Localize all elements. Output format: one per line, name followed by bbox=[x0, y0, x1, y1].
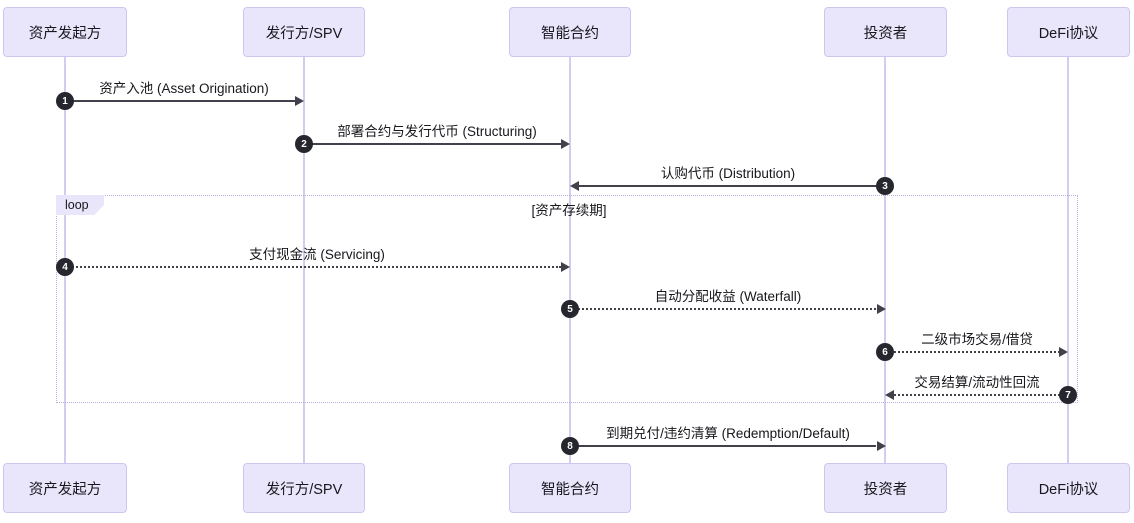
seq-number-badge-2: 2 bbox=[295, 135, 313, 153]
message-5-label: 自动分配收益 (Waterfall) bbox=[654, 289, 802, 304]
actor-bottom-defi-protocol: DeFi协议 bbox=[1007, 463, 1130, 513]
arrowhead-right-icon bbox=[295, 96, 304, 106]
message-7-line bbox=[894, 394, 1068, 396]
message-6-line bbox=[885, 351, 1060, 353]
loop-condition: [资产存续期] bbox=[531, 203, 607, 218]
message-2-line bbox=[304, 143, 561, 145]
message-5-line bbox=[570, 308, 876, 310]
arrowhead-right-icon bbox=[1059, 347, 1068, 357]
seq-number-badge-6: 6 bbox=[876, 343, 894, 361]
message-6-label: 二级市场交易/借贷 bbox=[921, 332, 1033, 347]
seq-number-badge-1: 1 bbox=[56, 92, 74, 110]
actor-bottom-investor: 投资者 bbox=[824, 463, 947, 513]
message-7-label: 交易结算/流动性回流 bbox=[914, 375, 1040, 390]
message-8-line bbox=[570, 445, 876, 447]
lifeline-smart-contract bbox=[569, 57, 571, 463]
seq-number-badge-8: 8 bbox=[561, 437, 579, 455]
message-8-label: 到期兑付/违约清算 (Redemption/Default) bbox=[606, 426, 850, 441]
arrowhead-right-icon bbox=[877, 304, 886, 314]
lifeline-investor bbox=[884, 57, 886, 463]
actor-bottom-issuer-spv: 发行方/SPV bbox=[243, 463, 365, 513]
seq-number-badge-7: 7 bbox=[1059, 386, 1077, 404]
message-1-line bbox=[65, 100, 295, 102]
message-4-label: 支付现金流 (Servicing) bbox=[249, 247, 385, 262]
seq-number-badge-3: 3 bbox=[876, 177, 894, 195]
loop-frame bbox=[56, 195, 1078, 403]
lifeline-issuer-spv bbox=[303, 57, 305, 463]
actor-top-smart-contract: 智能合约 bbox=[509, 7, 631, 57]
actor-top-defi-protocol: DeFi协议 bbox=[1007, 7, 1130, 57]
message-3-line bbox=[579, 185, 886, 187]
message-2-label: 部署合约与发行代币 (Structuring) bbox=[337, 124, 537, 139]
message-1-label: 资产入池 (Asset Origination) bbox=[99, 81, 269, 96]
arrowhead-right-icon bbox=[561, 139, 570, 149]
message-3-label: 认购代币 (Distribution) bbox=[660, 166, 796, 181]
actor-top-issuer-spv: 发行方/SPV bbox=[243, 7, 365, 57]
seq-number-badge-5: 5 bbox=[561, 300, 579, 318]
message-4-line bbox=[65, 266, 561, 268]
loop-label-tab: loop bbox=[56, 195, 104, 215]
actor-bottom-smart-contract: 智能合约 bbox=[509, 463, 631, 513]
arrowhead-left-icon bbox=[570, 181, 579, 191]
seq-number-badge-4: 4 bbox=[56, 258, 74, 276]
lifeline-defi-protocol bbox=[1067, 57, 1069, 463]
actor-top-asset-originator: 资产发起方 bbox=[3, 7, 127, 57]
arrowhead-left-icon bbox=[885, 390, 894, 400]
actor-bottom-asset-originator: 资产发起方 bbox=[3, 463, 127, 513]
actor-top-investor: 投资者 bbox=[824, 7, 947, 57]
arrowhead-right-icon bbox=[877, 441, 886, 451]
arrowhead-right-icon bbox=[561, 262, 570, 272]
